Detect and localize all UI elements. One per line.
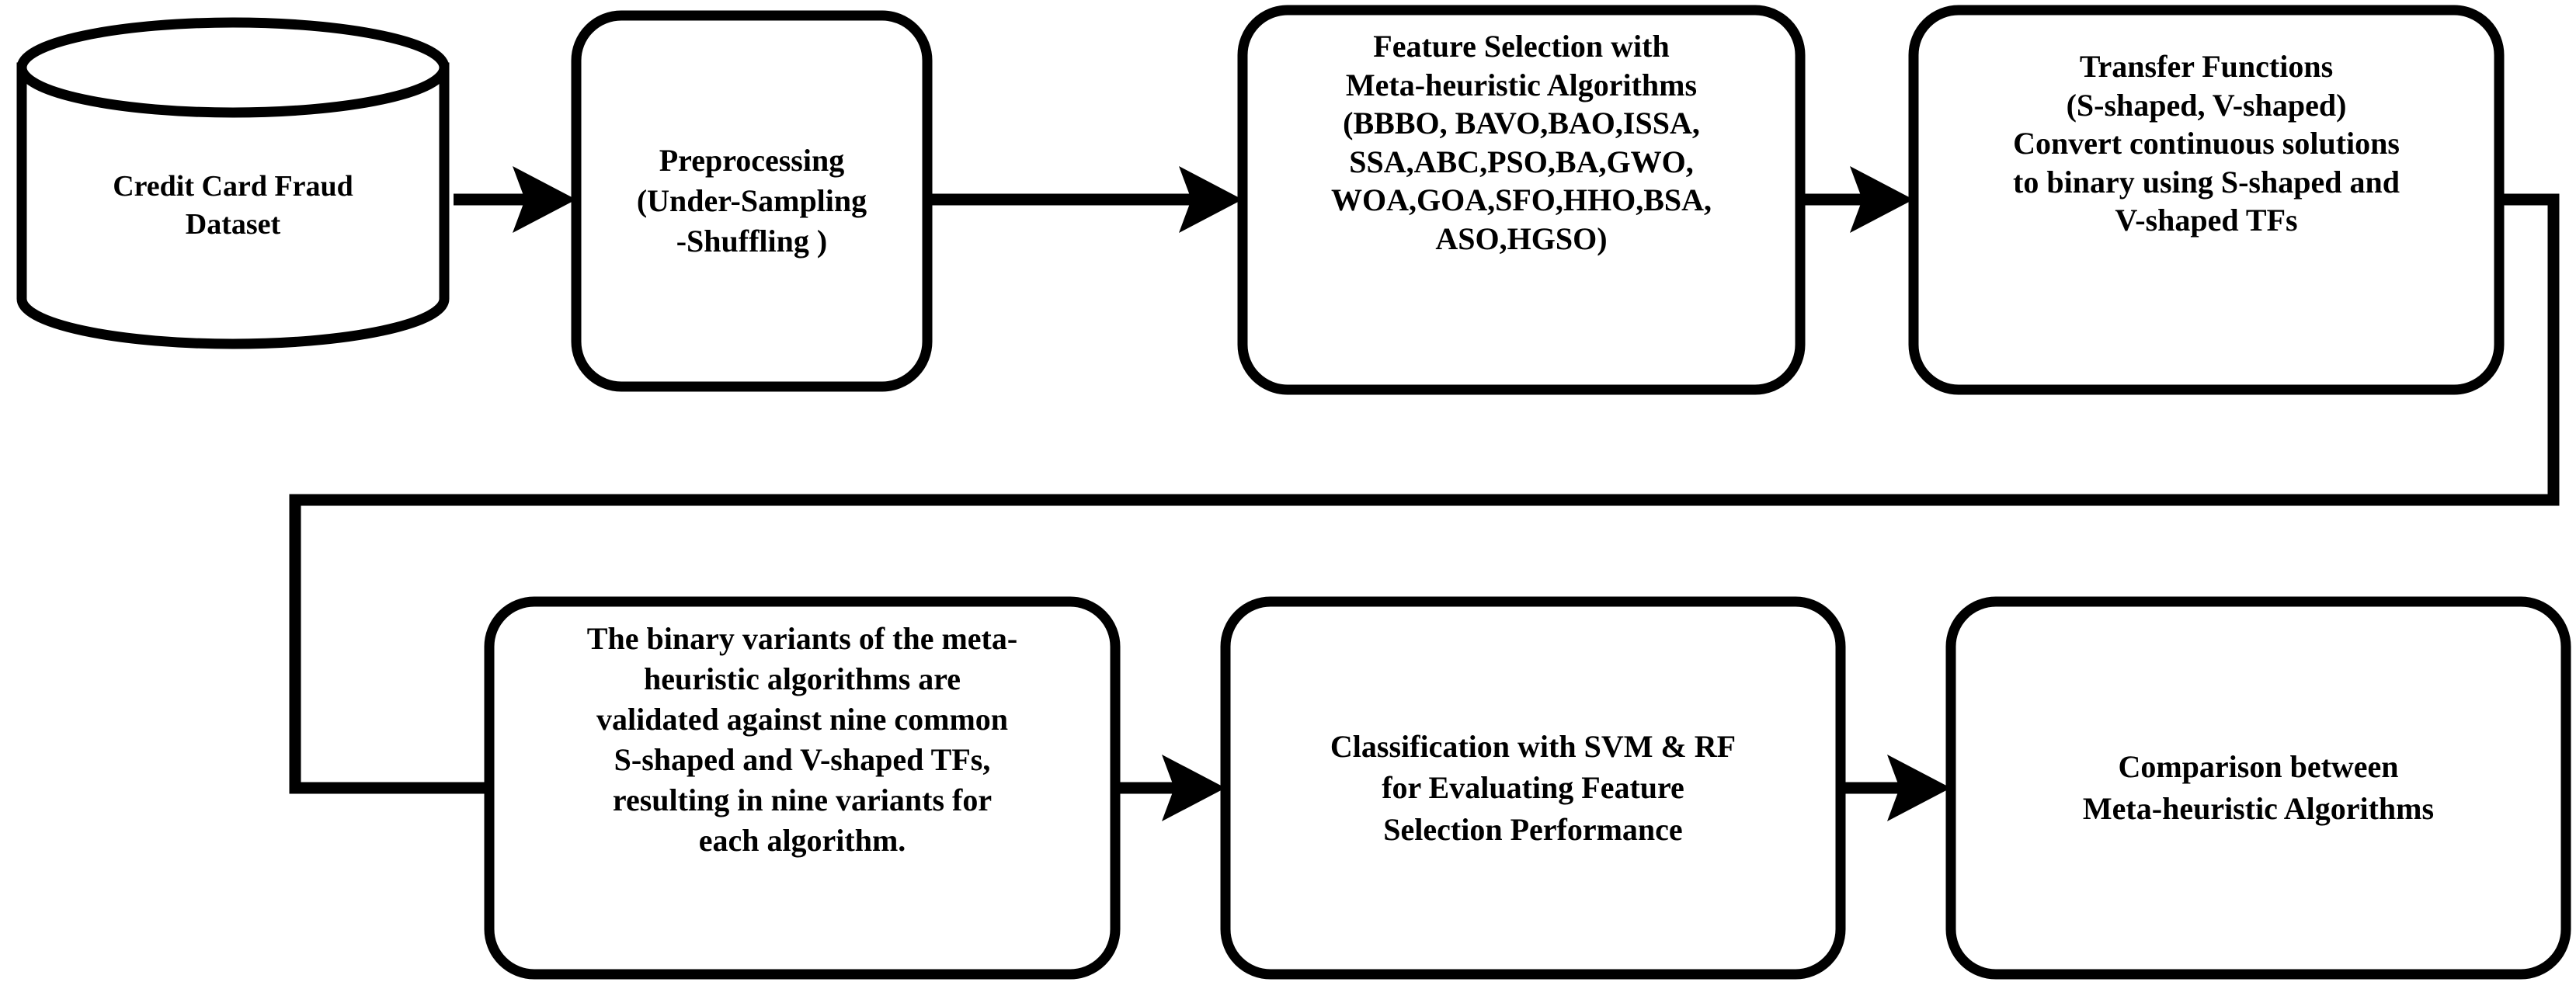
- edge-transfer-functions-to-binary-variants: [289, 193, 2560, 794]
- edge-dataset-to-preprocessing: [454, 166, 576, 233]
- arrow-head-icon: [1887, 755, 1951, 821]
- arrow-head-icon: [1162, 755, 1225, 821]
- edge-classification-to-comparison: [1841, 755, 1951, 821]
- node-transfer-functions[interactable]: [1908, 5, 2505, 395]
- node-dataset[interactable]: [16, 17, 450, 349]
- edge-elbow-path: [289, 193, 2560, 794]
- node-preprocessing[interactable]: [571, 10, 933, 392]
- node-feature-selection[interactable]: [1237, 5, 1806, 395]
- cylinder-body: [16, 62, 450, 349]
- node-classification[interactable]: [1220, 596, 1846, 980]
- cylinder-top-ellipse: [16, 17, 450, 118]
- node-binary-variants[interactable]: [484, 596, 1121, 980]
- arrow-head-icon: [1179, 166, 1243, 233]
- arrow-head-icon: [1850, 166, 1914, 233]
- arrow-head-icon: [513, 166, 576, 233]
- edge-binary-variants-to-classification: [1115, 755, 1225, 821]
- edge-feature-selection-to-transfer-functions: [1800, 166, 1914, 233]
- edge-preprocessing-to-feature-selection: [927, 166, 1243, 233]
- node-comparison[interactable]: [1945, 596, 2571, 980]
